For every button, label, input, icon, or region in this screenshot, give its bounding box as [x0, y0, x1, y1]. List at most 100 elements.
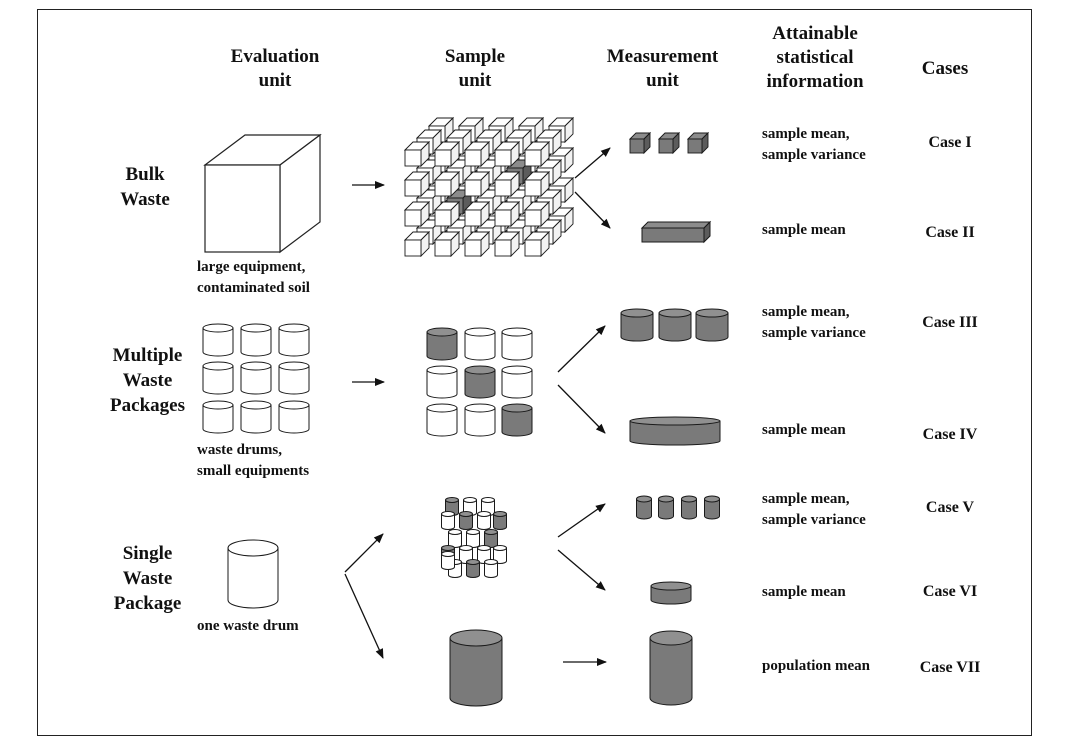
- header-measurement-unit: Measurement unit: [606, 46, 719, 91]
- sample-small-drum: [459, 511, 473, 530]
- figure-frame: [37, 9, 1032, 736]
- evaluation-drum: [240, 400, 272, 434]
- row-label-bulk-waste: Bulk Waste: [120, 164, 170, 210]
- stat-info-case-6: sample mean: [762, 584, 846, 600]
- sample-cube: [403, 140, 431, 168]
- sample-cube: [493, 200, 521, 228]
- sample-cube: [433, 170, 461, 198]
- sample-small-drum: [493, 511, 507, 530]
- sample-drum: [464, 403, 496, 437]
- single-whole-drum-measurement: [649, 630, 693, 706]
- stat-info-case-7: population mean: [762, 658, 870, 674]
- evaluation-drum: [278, 361, 310, 395]
- single-example-text: one waste drum: [197, 618, 299, 634]
- single-whole-drum-sample: [449, 629, 503, 707]
- case-7-label: Case VII: [919, 659, 981, 676]
- header-sample-unit: Sample unit: [444, 46, 506, 91]
- stat-info-case-1: sample mean, sample variance: [762, 126, 866, 163]
- measurement-small-drum: [704, 495, 720, 520]
- measurement-drum: [620, 308, 654, 342]
- sample-drum: [426, 403, 458, 437]
- sample-drum: [501, 365, 533, 399]
- sample-cube: [463, 200, 491, 228]
- sample-cube: [433, 200, 461, 228]
- arrow-multiple-to-case-4: [557, 384, 606, 434]
- sample-cube: [463, 140, 491, 168]
- sample-drum: [426, 365, 458, 399]
- measurement-small-cube: [628, 131, 652, 155]
- sample-cube: [523, 230, 551, 258]
- case-3-label: Case III: [922, 314, 978, 331]
- measurement-drum: [695, 308, 729, 342]
- sample-cube: [433, 140, 461, 168]
- arrow-single-to-sample: [344, 533, 384, 573]
- evaluation-drum: [202, 323, 234, 357]
- sample-cube: [463, 230, 491, 258]
- measurement-small-cube: [686, 131, 710, 155]
- sample-small-drum: [484, 529, 498, 548]
- measurement-drum: [658, 308, 692, 342]
- sample-cube: [463, 170, 491, 198]
- sample-drum: [464, 327, 496, 361]
- stat-info-case-3: sample mean, sample variance: [762, 304, 866, 341]
- measurement-short-drum: [650, 581, 692, 605]
- measurement-small-drum: [658, 495, 674, 520]
- sample-cube: [523, 200, 551, 228]
- measurement-bar-block: [640, 220, 712, 244]
- arrow-single-to-case-5: [557, 503, 606, 538]
- arrows: [344, 147, 611, 666]
- sample-small-drum: [441, 551, 455, 570]
- sample-small-drum: [484, 559, 498, 578]
- sample-cube: [493, 140, 521, 168]
- measurement-small-drum: [636, 495, 652, 520]
- measurement-small-cube: [657, 131, 681, 155]
- sample-cube: [403, 200, 431, 228]
- header-cases: Cases: [921, 58, 969, 79]
- sample-drum: [501, 403, 533, 437]
- case-1-label: Case I: [928, 134, 972, 151]
- sample-small-drum: [466, 529, 480, 548]
- sample-cube: [433, 230, 461, 258]
- arrow-bulk-to-case-2: [574, 191, 611, 229]
- sample-cube: [403, 230, 431, 258]
- sample-small-drum: [448, 529, 462, 548]
- sample-cube: [523, 170, 551, 198]
- case-2-label: Case II: [925, 224, 975, 241]
- sample-drum: [501, 327, 533, 361]
- arrow-bulk-to-case-1: [574, 147, 611, 179]
- stat-info-case-5: sample mean, sample variance: [762, 491, 866, 528]
- sample-small-drum: [441, 511, 455, 530]
- stat-info-case-2: sample mean: [762, 222, 846, 238]
- sample-small-drum: [466, 559, 480, 578]
- row-label-multiple-waste-packages: Multiple Waste Packages: [110, 345, 185, 416]
- bulk-sample-cube-grid: [403, 116, 575, 258]
- case-6-label: Case VI: [922, 583, 978, 600]
- header-attainable-statistical-information: Attainable statistical information: [766, 23, 864, 92]
- sample-drum: [464, 365, 496, 399]
- evaluation-drum: [278, 400, 310, 434]
- sample-cube: [493, 170, 521, 198]
- bulk-evaluation-cube: [203, 133, 322, 254]
- sample-cube: [403, 170, 431, 198]
- multiple-example-text: waste drums, small equipments: [197, 442, 310, 479]
- evaluation-drum: [240, 323, 272, 357]
- sample-drum: [426, 327, 458, 361]
- header-evaluation-unit: Evaluation unit: [230, 46, 320, 91]
- case-5-label: Case V: [925, 499, 975, 516]
- evaluation-drum: [202, 400, 234, 434]
- evaluation-drum: [202, 361, 234, 395]
- single-evaluation-drum: [227, 539, 279, 609]
- sample-cube: [523, 140, 551, 168]
- arrow-multiple-to-case-3: [557, 325, 606, 373]
- case-4-label: Case IV: [922, 426, 978, 443]
- evaluation-drum: [278, 323, 310, 357]
- measurement-small-drum: [681, 495, 697, 520]
- evaluation-drum: [240, 361, 272, 395]
- arrow-single-to-case-6: [557, 549, 606, 591]
- row-label-single-waste-package: Single Waste Package: [113, 543, 182, 614]
- measurement-flat-disk: [629, 416, 721, 446]
- stat-info-case-4: sample mean: [762, 422, 846, 438]
- sample-cube: [493, 230, 521, 258]
- sample-small-drum: [477, 511, 491, 530]
